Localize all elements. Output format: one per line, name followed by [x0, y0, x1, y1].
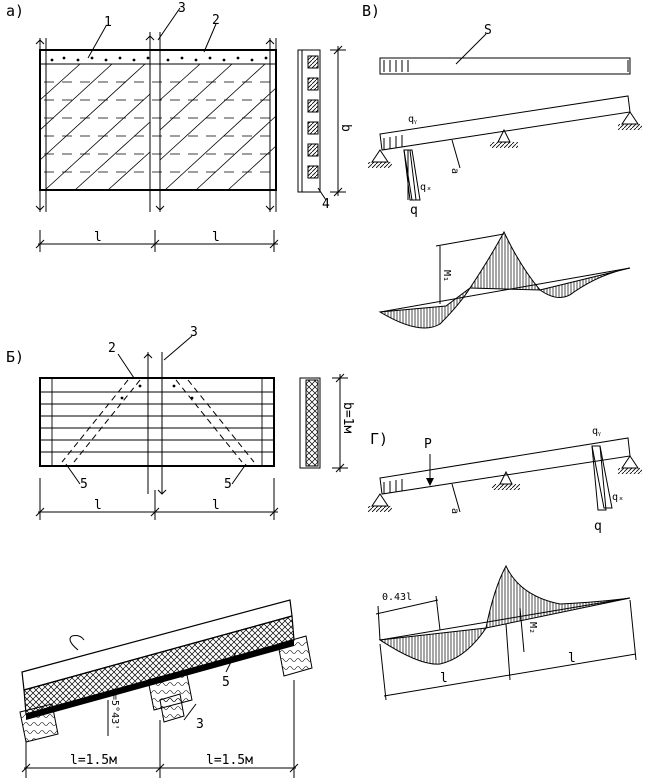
support-beams	[19, 635, 313, 743]
deck-section-b: b=1м	[299, 373, 355, 473]
panel-g-label: Г)	[370, 430, 388, 448]
callout-3-a: 3	[178, 1, 186, 16]
dim-b-1m: b=1м	[340, 402, 355, 433]
panel-b-deck-plan: Б) 2 3 5 5 l	[6, 325, 355, 520]
moment-area-2	[469, 230, 542, 291]
callout-4: 4	[322, 197, 330, 212]
callout-S: S	[484, 23, 492, 38]
panel-b-label: Б)	[6, 348, 24, 366]
batten-nails	[50, 56, 268, 62]
load-strip	[379, 57, 631, 75]
deck-diagonal-boards	[39, 63, 277, 191]
callout-2-a: 2	[212, 13, 220, 28]
v-qx: qₓ	[420, 182, 432, 193]
g-qy: qᵧ	[592, 426, 601, 437]
dim-l15: l=1.5м l=1.5м	[21, 680, 299, 778]
g-043l: 0.43l	[382, 592, 412, 603]
callout-3-b: 3	[190, 325, 198, 340]
v-m1: M₁	[441, 270, 452, 282]
g-l1: l	[440, 671, 448, 686]
beam-v-arrows	[383, 135, 403, 150]
g-P: P	[424, 437, 432, 452]
supports-g	[368, 455, 642, 512]
dim-l-g: l l	[379, 599, 637, 701]
panel-v-load-diagram: В) S qᵧ qₓ q a	[362, 2, 642, 329]
panel-a-deck-plan: а)	[6, 1, 353, 252]
deck-section-a: b 4	[297, 45, 353, 212]
moment-area-1	[378, 287, 471, 329]
beam-g-arrows	[383, 479, 403, 494]
g-qx: qₓ	[612, 492, 624, 503]
g-l2: l	[568, 651, 576, 666]
deck-b-rect	[39, 377, 275, 467]
dim-l-a1: l	[94, 230, 102, 245]
panel-a-label: а)	[6, 2, 24, 20]
moment-baseline-v	[379, 267, 631, 313]
callout-5-b: 5	[224, 477, 232, 492]
moment-area-3	[538, 267, 631, 298]
g-q: q	[594, 519, 602, 534]
rafters	[35, 32, 277, 212]
v-qy: qᵧ	[408, 114, 417, 125]
dim-b: b	[338, 124, 353, 132]
roof-section-drawing: a=5°43' 3 5 l=1.5м l=1.5м	[19, 599, 313, 778]
load-arrows	[383, 60, 629, 72]
dim-l15-2: l=1.5м	[206, 753, 253, 768]
dim-l-a: l l	[35, 230, 279, 252]
rafters-b	[143, 352, 167, 495]
moment-area-g2	[485, 564, 631, 629]
g-m2: M₂	[527, 622, 538, 634]
load-vectors-g	[591, 445, 613, 511]
dim-l-b1: l	[94, 498, 102, 513]
dim-l-b2: l	[212, 498, 220, 513]
callout-2-b: 2	[108, 341, 116, 356]
brace-nails	[120, 384, 194, 400]
callout-5-c: 5	[222, 675, 230, 690]
callout-3-c: 3	[196, 717, 204, 732]
moment-area-g1	[378, 627, 488, 665]
diagonal-braces	[61, 379, 255, 463]
deck-horizontal-dashes	[44, 81, 272, 173]
panel-v-label: В)	[362, 2, 380, 20]
v-a: a	[449, 168, 460, 174]
callout-1: 1	[104, 15, 112, 30]
deck-b-boards	[40, 378, 274, 466]
batten-strip	[39, 49, 277, 65]
dim-l-a2: l	[212, 230, 220, 245]
load-vectors-v	[403, 139, 461, 201]
dim-l-b: l l	[35, 478, 279, 520]
callout-5-a: 5	[80, 477, 88, 492]
panel-g-load-diagram: Г) P a qᵧ qₓ q 0.43l M₂	[368, 426, 642, 701]
angle-label: a=5°43'	[109, 688, 120, 730]
hook-icon	[69, 635, 85, 651]
v-q: q	[410, 203, 418, 218]
g-a: a	[449, 508, 460, 514]
dim-l15-1: l=1.5м	[70, 753, 117, 768]
supports-v	[368, 111, 642, 168]
